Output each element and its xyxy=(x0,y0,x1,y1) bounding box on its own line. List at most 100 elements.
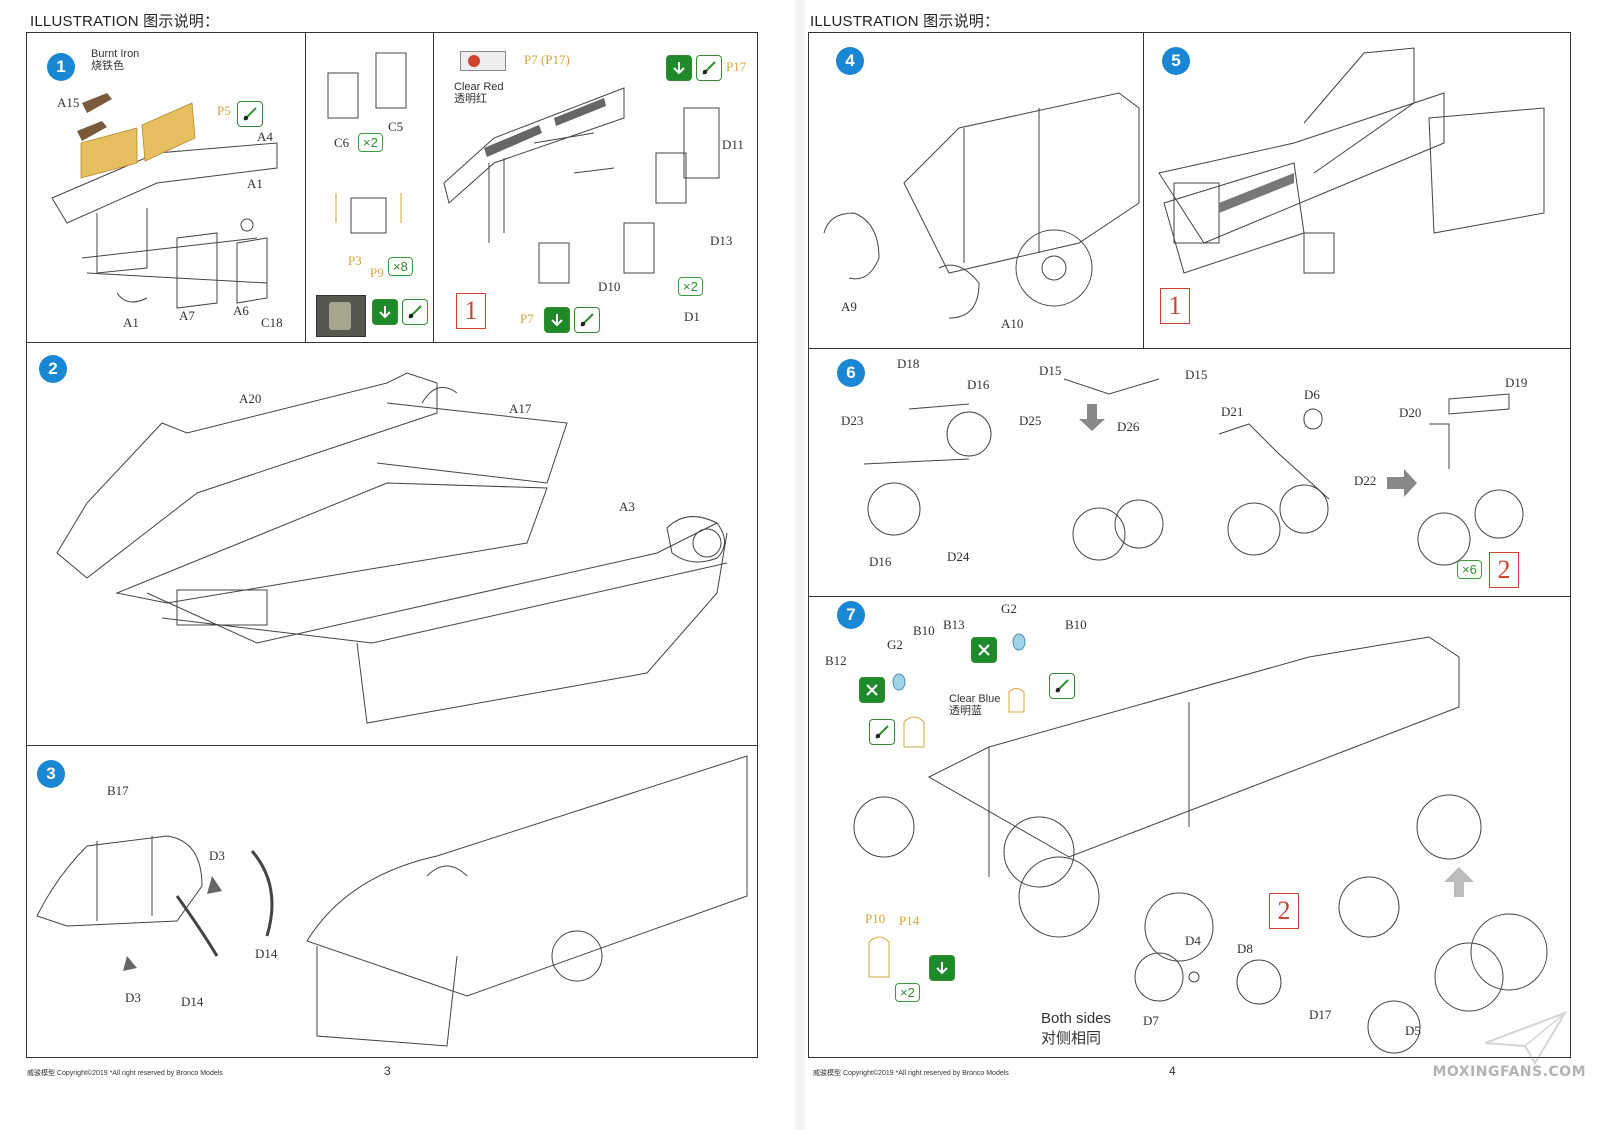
label-p7-p17: P7 (P17) xyxy=(524,52,570,67)
label-g2-right: G2 xyxy=(1001,601,1017,616)
step-1-sub-drawing xyxy=(306,33,435,344)
step-7-drawing xyxy=(809,597,1571,1058)
step-3-drawing xyxy=(27,746,758,1058)
step-6-drawing xyxy=(809,349,1571,598)
arrow-down-icon xyxy=(544,307,570,333)
copyright-footer: 威骏模型 Copyright©2019 *All right reserved … xyxy=(813,1070,1009,1077)
label-d3-top: D3 xyxy=(209,848,225,863)
step-2-panel: 2 A20 A17 A3 xyxy=(26,342,758,747)
cut-icon xyxy=(859,677,885,703)
label-a1-bottom: A1 xyxy=(123,315,139,330)
label-d23: D23 xyxy=(841,413,864,428)
page-header: ILLUSTRATION 图示说明： xyxy=(30,13,220,30)
step-1-badge: 1 xyxy=(47,53,75,81)
label-d14-bottom: D14 xyxy=(181,994,204,1009)
color-note-clear-red-cn: 透明红 xyxy=(454,93,487,105)
step-4-drawing xyxy=(809,33,1145,350)
label-a4: A4 xyxy=(257,129,273,144)
step-3-panel: 3 B17 D3 D3 D14 D14 xyxy=(26,745,758,1058)
step-1-drawing xyxy=(27,93,307,344)
qty-badge-step6: ×6 xyxy=(1457,560,1482,579)
arrow-down-icon xyxy=(666,55,692,81)
page-gutter xyxy=(795,0,805,1130)
label-d14-right: D14 xyxy=(255,946,278,961)
label-g2-left: G2 xyxy=(887,637,903,652)
glue-icon xyxy=(574,307,600,333)
watermark-logo xyxy=(1484,1011,1568,1065)
label-d26: D26 xyxy=(1117,419,1140,434)
page-number: 3 xyxy=(384,1064,391,1078)
label-a1-top: A1 xyxy=(247,176,263,191)
step-1-right-drawing xyxy=(434,33,758,344)
label-d25: D25 xyxy=(1019,413,1042,428)
label-d1: D1 xyxy=(684,309,700,324)
step-2-badge: 2 xyxy=(39,355,67,383)
label-a9: A9 xyxy=(841,299,857,314)
arrow-down-icon xyxy=(929,955,955,981)
label-p5: P5 xyxy=(217,103,231,118)
label-p7: P7 xyxy=(520,311,534,326)
label-d8: D8 xyxy=(1237,941,1253,956)
label-d21: D21 xyxy=(1221,404,1244,419)
label-d15-left: D15 xyxy=(1039,363,1062,378)
page-3: ILLUSTRATION 图示说明： 1 Burnt xyxy=(0,0,795,1130)
subassembly-ref-1: 1 xyxy=(1160,288,1190,324)
glue-icon xyxy=(402,299,428,325)
label-d5: D5 xyxy=(1405,1023,1421,1038)
label-b17: B17 xyxy=(107,783,129,798)
step-4-badge: 4 xyxy=(836,47,864,75)
label-c5: C5 xyxy=(388,119,404,134)
qty-badge-step7: ×2 xyxy=(895,983,920,1002)
color-note-burnt-iron-en: Burnt Iron xyxy=(91,48,140,60)
label-d20: D20 xyxy=(1399,405,1422,420)
step-4-panel: 4 A9 A10 xyxy=(808,32,1145,350)
cut-icon xyxy=(971,637,997,663)
label-a20: A20 xyxy=(239,391,262,406)
step-6-badge: 6 xyxy=(837,359,865,387)
qty-badge-d13: ×2 xyxy=(678,277,703,296)
step-7-panel: 7 B12 G2 B10 B13 G2 B10 Clear Blue 透明蓝 P… xyxy=(808,596,1571,1058)
color-note-clear-blue-en: Clear Blue xyxy=(949,693,1001,705)
page-header: ILLUSTRATION 图示说明： xyxy=(810,13,1000,30)
qty-badge-p9: ×8 xyxy=(388,257,413,276)
step-2-drawing xyxy=(27,343,758,747)
label-b13: B13 xyxy=(943,617,965,632)
label-d24: D24 xyxy=(947,549,970,564)
label-d17: D17 xyxy=(1309,1007,1332,1022)
step-7-badge: 7 xyxy=(837,601,865,629)
label-d4: D4 xyxy=(1185,933,1201,948)
label-d16-top: D16 xyxy=(967,377,990,392)
label-d16-bottom: D16 xyxy=(869,554,892,569)
step-5-drawing xyxy=(1144,33,1571,350)
step-1-panel-sub: C6 C5 ×2 P3 P9 ×8 xyxy=(305,32,435,344)
subassembly-ref-1: 1 xyxy=(456,293,486,329)
label-a10: A10 xyxy=(1001,316,1024,331)
label-d3-bottom: D3 xyxy=(125,990,141,1005)
arrow-down-icon xyxy=(372,299,398,325)
label-c6: C6 xyxy=(334,135,350,150)
color-note-clear-blue-cn: 透明蓝 xyxy=(949,705,982,717)
glue-icon xyxy=(237,101,263,127)
label-b10-left: B10 xyxy=(913,623,935,638)
step-3-badge: 3 xyxy=(37,760,65,788)
both-sides-note-en: Both sides xyxy=(1041,1010,1112,1027)
qty-badge-c-parts: ×2 xyxy=(358,133,383,152)
label-a15: A15 xyxy=(57,95,80,110)
color-note-clear-red-en: Clear Red xyxy=(454,81,504,93)
glue-icon xyxy=(869,719,895,745)
label-p10: P10 xyxy=(865,911,886,926)
step-1-panel-main: 1 Burnt Iron 烧铁色 A15 P5 A4 A1 A1 A7 A6 C… xyxy=(26,32,307,344)
label-a6: A6 xyxy=(233,303,249,318)
label-a7: A7 xyxy=(179,308,195,323)
subassembly-ref-2: 2 xyxy=(1489,552,1519,588)
label-d11: D11 xyxy=(722,137,744,152)
step-6-panel: 6 D18 D16 D25 D23 D16 D24 D15 D15 D26 D2… xyxy=(808,348,1571,598)
label-c18: C18 xyxy=(261,315,283,330)
label-d13: D13 xyxy=(710,233,733,248)
label-d6: D6 xyxy=(1304,387,1320,402)
both-sides-note-cn: 对侧相同 xyxy=(1041,1030,1102,1047)
label-a3: A3 xyxy=(619,499,635,514)
step-5-panel: 5 1 xyxy=(1143,32,1571,350)
label-p9: P9 xyxy=(370,265,384,280)
label-d10: D10 xyxy=(598,279,621,294)
